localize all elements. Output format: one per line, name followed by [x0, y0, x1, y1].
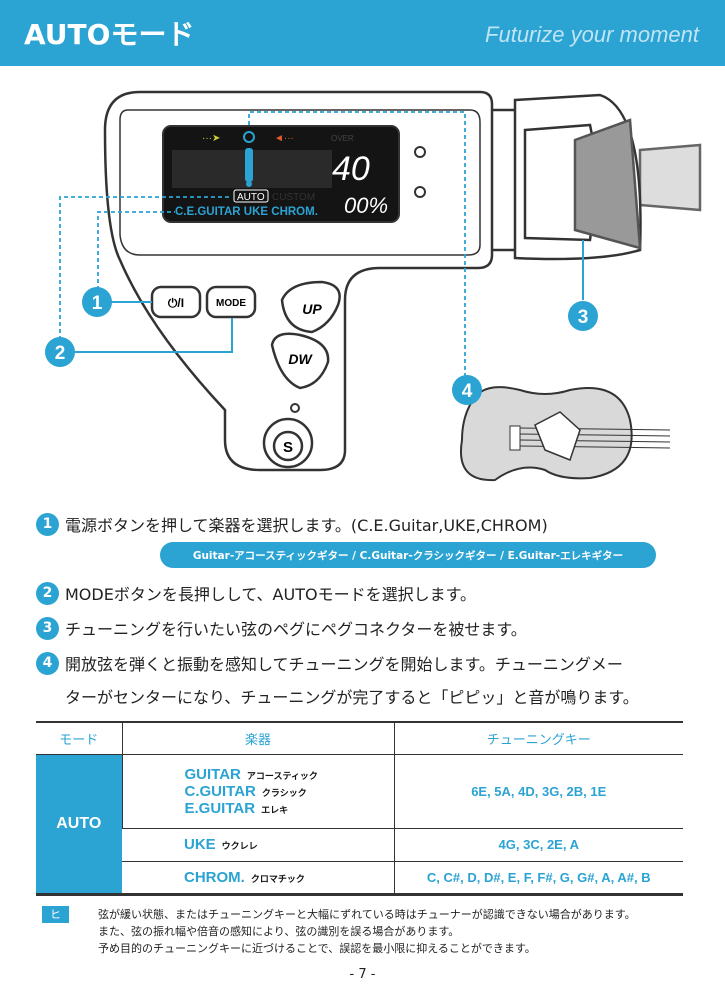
step-text: 電源ボタンを押して楽器を選択します。(C.E.Guitar,UKE,CHROM)	[65, 516, 548, 535]
instrument-name: UKE	[184, 836, 216, 853]
instrument-name: GUITAR	[184, 765, 241, 783]
callout-1: 1	[82, 287, 112, 317]
up-button-label: UP	[302, 301, 322, 317]
page-header: AUTOモード Futurize your moment	[0, 0, 725, 66]
instrument-jp: ウクレレ	[221, 841, 258, 851]
hint-line: 予め目的のチューニングキーに近づけることで、誤認を最小限に抑えることができます。	[98, 942, 536, 955]
header-instrument: 楽器	[121, 722, 394, 755]
peg-clip	[488, 93, 702, 261]
hint-line: 弦が緩い状態、またはチューニングキーと大幅にずれている時はチューナーが認識できな…	[98, 908, 636, 921]
ukulele-illustration	[460, 386, 671, 482]
mode-cell: AUTO	[36, 754, 122, 895]
table-row: CHROM. クロマチック C, C#, D, D#, E, F, F#, G, …	[36, 861, 683, 895]
callout-4: 4	[452, 375, 482, 405]
callout-2: 2	[45, 337, 75, 367]
custom-mode-indicator: CUSTOM	[272, 192, 315, 203]
power-button-label: ⏻/I	[168, 296, 184, 310]
instrument-jp: アコースティック	[246, 770, 318, 781]
tuning-key-cell: 4G, 3C, 2E, A	[393, 828, 683, 862]
note-readout: 40	[332, 150, 370, 188]
step-4-continued: ターがセンターになり、チューニングが完了すると「ピピッ」と音が鳴ります。	[65, 684, 639, 708]
s-button-label: S	[283, 439, 293, 456]
step-number: 2	[36, 581, 59, 605]
page-number: - 7 -	[349, 967, 376, 982]
step-number: 3	[36, 616, 59, 640]
table-row: UKE ウクレレ 4G, 3C, 2E, A	[36, 828, 683, 862]
tuning-key-cell: C, C#, D, D#, E, F, F#, G, G#, A, A#, B	[393, 861, 683, 895]
mode-table: モード 楽器 チューニングキー AUTO GUITAR アコースティック C.GU…	[36, 721, 683, 896]
tuning-key-cell: 6E, 5A, 4D, 3G, 2B, 1E	[393, 754, 683, 829]
instrument-cell: CHROM. クロマチック	[122, 861, 394, 895]
step-number: 1	[36, 512, 59, 536]
mode-button[interactable]: MODE	[205, 285, 257, 319]
auto-mode-indicator: AUTO	[237, 192, 265, 203]
instrument-jp: クラシック	[261, 787, 307, 798]
down-button[interactable]: DW	[270, 332, 330, 390]
flat-arrow-icon: ···➤	[202, 133, 220, 144]
table-row: AUTO GUITAR アコースティック C.GUITAR クラシック E.GUIT…	[36, 754, 683, 895]
hint-badge: ヒント	[42, 906, 69, 955]
step-text: ターがセンターになり、チューニングが完了すると「ピピッ」と音が鳴ります。	[65, 688, 639, 707]
header-mode: モード	[36, 722, 122, 755]
tuner-illustration: ···➤ ◄··· OVER 40 00% AUTO CUSTOM C.E.GU…	[45, 90, 702, 482]
sharp-arrow-icon: ◄···	[274, 133, 294, 144]
step-1: 1 電源ボタンを押して楽器を選択します。(C.E.Guitar,UKE,CHRO…	[36, 512, 548, 536]
instrument-name: C.GUITAR	[184, 782, 256, 800]
instrument-cell: GUITAR アコースティック C.GUITAR クラシック E.GUITAR エレキ	[121, 754, 394, 829]
step-3: 3 チューニングを行いたい弦のペグにペグコネクターを被せます。	[36, 616, 527, 640]
step-2: 2 MODEボタンを長押しして、AUTOモードを選択します。	[36, 581, 476, 605]
down-button-label: DW	[288, 351, 313, 367]
hint-line: また、弦の振れ幅や倍音の感知により、弦の識別を誤る場合があります。	[98, 925, 460, 938]
guitar-types-banner: Guitar-アコースティックギター / C.Guitar-クラシックギター /…	[160, 542, 656, 568]
callout-3: 3	[568, 301, 598, 331]
header-tuning-key: チューニングキー	[393, 722, 683, 755]
callout-1-label: 1	[92, 293, 103, 314]
instrument-name: CHROM.	[184, 868, 245, 886]
step-text: チューニングを行いたい弦のペグにペグコネクターを被せます。	[65, 620, 527, 639]
page-title: AUTOモード	[24, 18, 195, 51]
callout-leaders	[59, 111, 466, 380]
instrument-indicator: C.E.GUITAR UKE CHROM.	[175, 206, 318, 218]
cents-readout: 00%	[344, 193, 388, 218]
over-indicator: OVER	[331, 134, 354, 143]
table-header-row: モード 楽器 チューニングキー	[36, 722, 683, 755]
mode-button-label: MODE	[216, 298, 246, 309]
s-button[interactable]: S	[262, 417, 314, 469]
step-number: 4	[36, 651, 59, 675]
power-button[interactable]: ⏻/I	[150, 285, 202, 319]
step-text: 開放弦を弾くと振動を感知してチューニングを開始します。チューニングメー	[65, 655, 623, 674]
callout-4-label: 4	[462, 381, 473, 402]
step-text: MODEボタンを長押しして、AUTOモードを選択します。	[65, 585, 476, 604]
up-button[interactable]: UP	[280, 280, 341, 334]
instrument-jp: エレキ	[261, 804, 289, 815]
step-4: 4 開放弦を弾くと振動を感知してチューニングを開始します。チューニングメー	[36, 651, 623, 675]
instrument-name: E.GUITAR	[184, 799, 256, 817]
callout-2-label: 2	[55, 343, 66, 364]
instrument-cell: UKE ウクレレ	[122, 828, 394, 862]
instrument-jp: クロマチック	[250, 873, 305, 884]
tagline: Futurize your moment	[485, 22, 699, 47]
callout-3-label: 3	[578, 307, 589, 328]
